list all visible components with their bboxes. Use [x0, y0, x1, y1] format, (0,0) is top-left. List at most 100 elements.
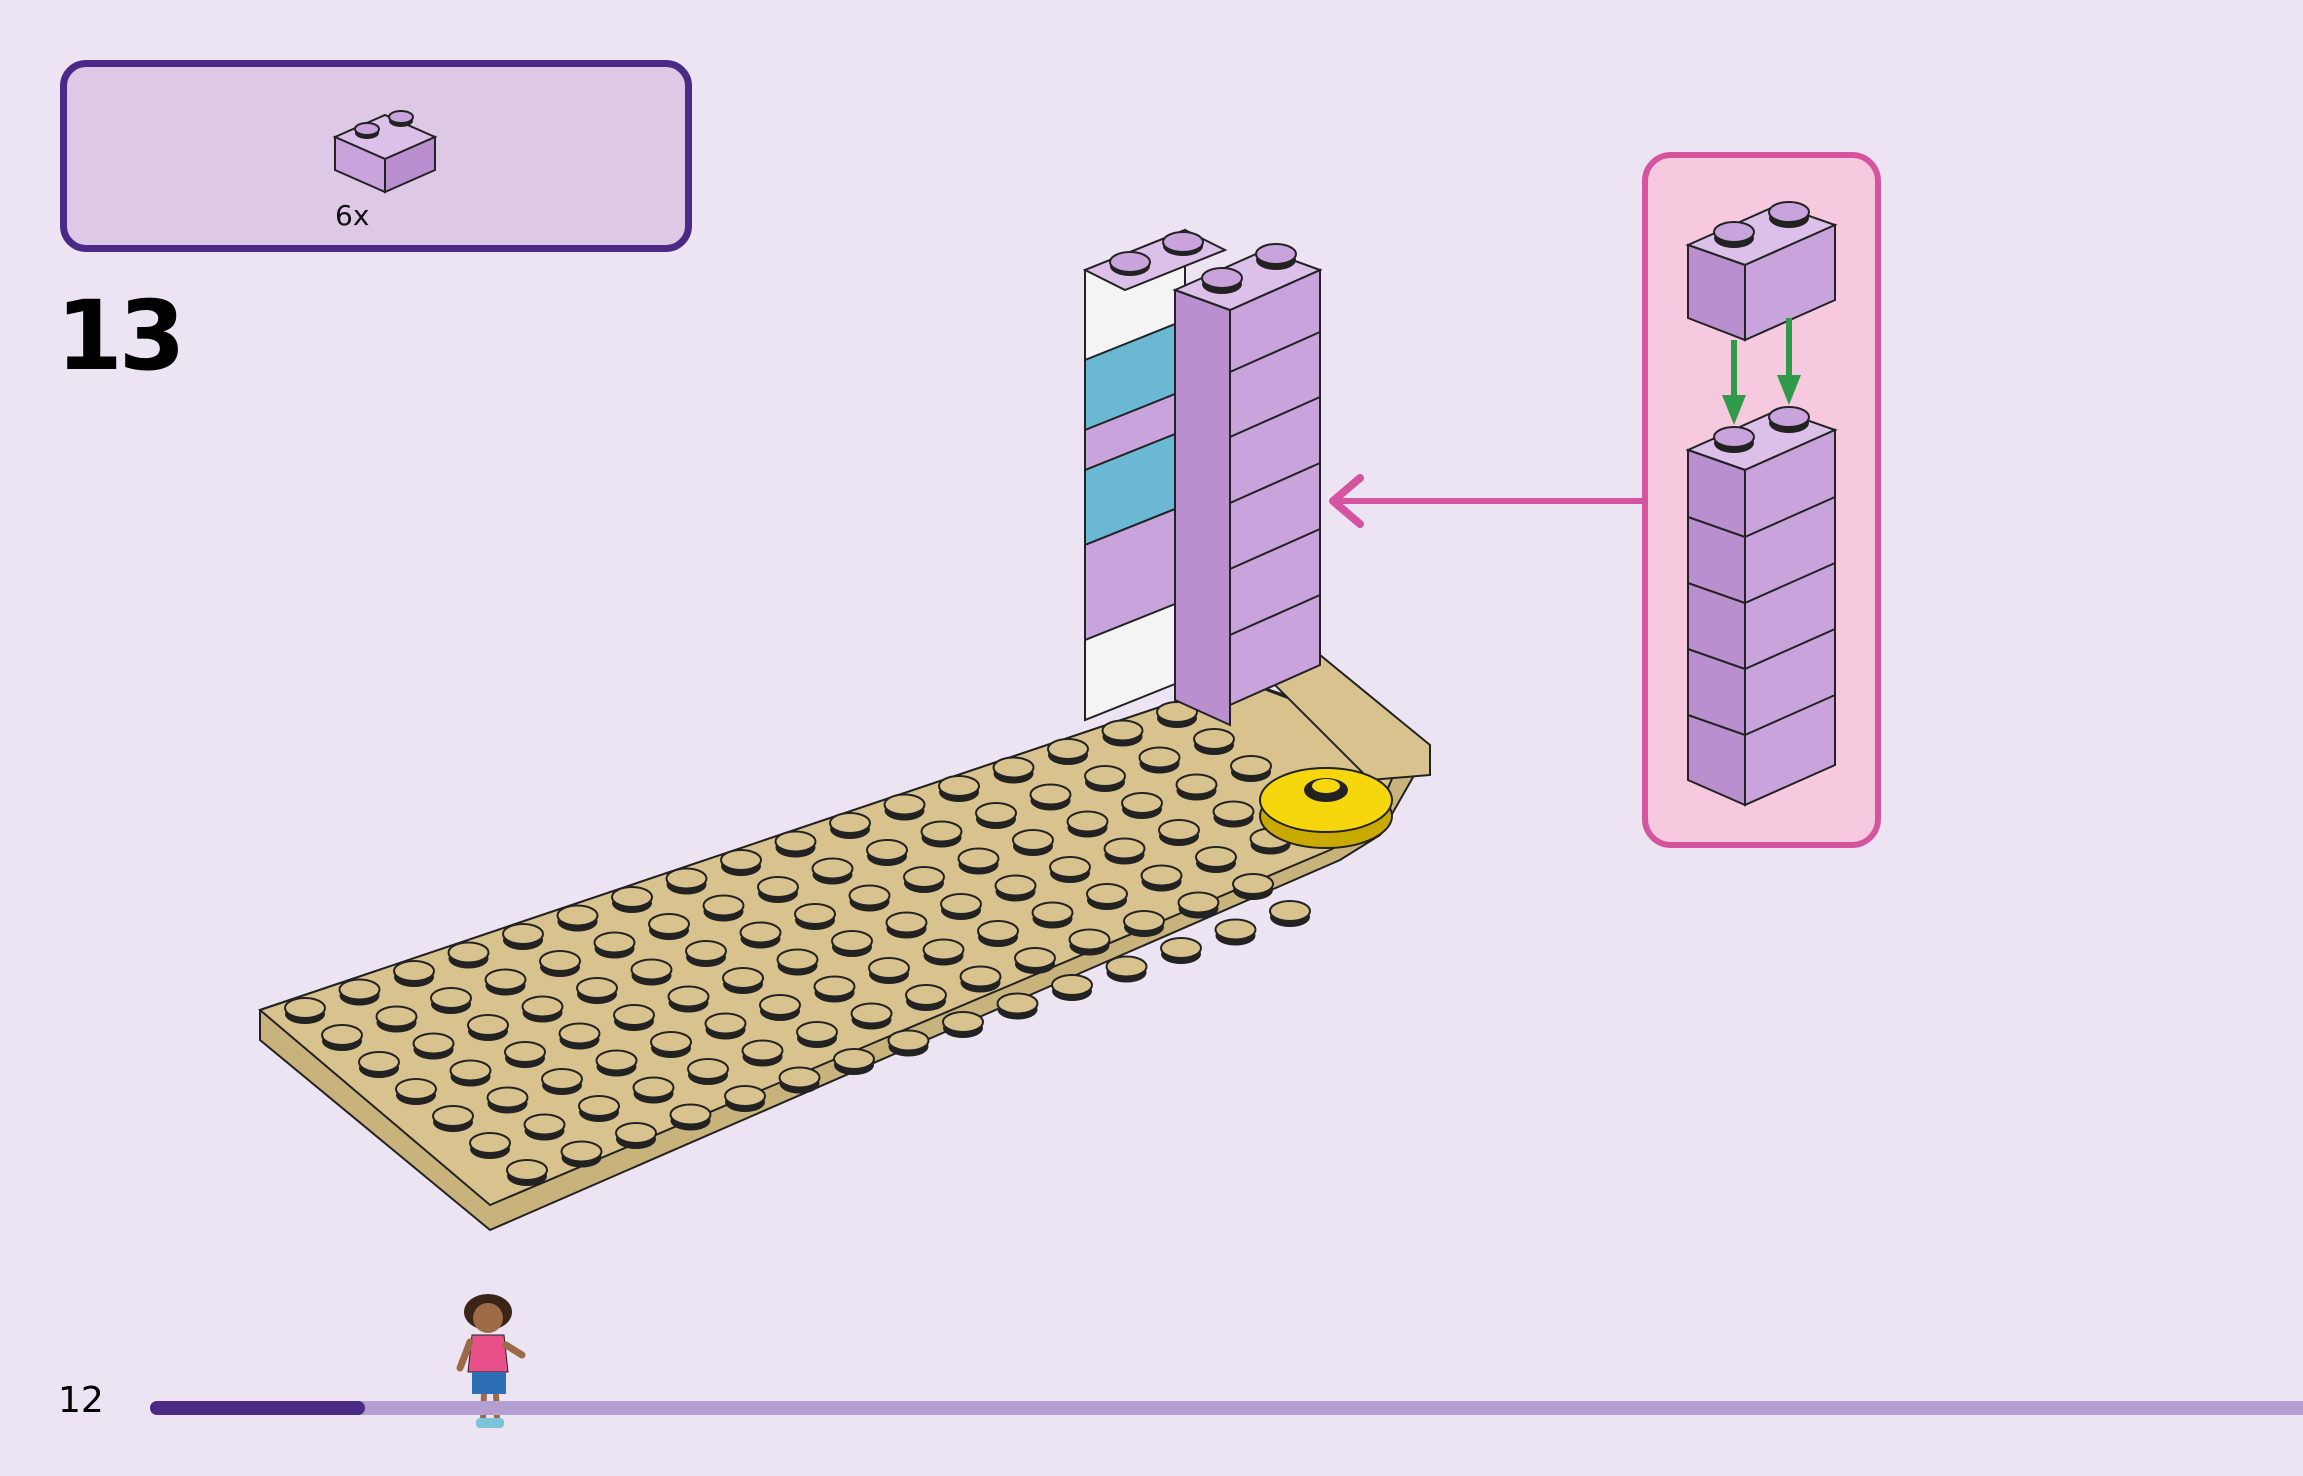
plate-stud: [634, 1078, 674, 1098]
plate-stud: [671, 1105, 711, 1125]
plate-stud: [922, 822, 962, 842]
plate-stud: [1216, 920, 1256, 940]
sub-assembly-callout: [1645, 155, 1878, 845]
plate-stud: [612, 887, 652, 907]
plate-stud: [1070, 930, 1110, 950]
plate-stud: [579, 1096, 619, 1116]
plate-stud: [523, 997, 563, 1017]
plate-stud: [468, 1015, 508, 1035]
plate-stud: [797, 1022, 837, 1042]
plate-stud: [1270, 901, 1310, 921]
plate-stud: [832, 931, 872, 951]
plate-stud: [1033, 903, 1073, 923]
plate-stud: [1177, 775, 1217, 795]
plate-stud: [852, 1004, 892, 1024]
plate-stud: [867, 840, 907, 860]
plate-stud: [795, 904, 835, 924]
progress-bar: [150, 1401, 2303, 1415]
plate-stud: [1161, 938, 1201, 958]
plate-stud: [1159, 820, 1199, 840]
plate-stud: [451, 1061, 491, 1081]
plate-stud: [688, 1059, 728, 1079]
plate-stud: [758, 877, 798, 897]
plate-stud: [830, 813, 870, 833]
plate-stud: [542, 1069, 582, 1089]
plate-stud: [869, 958, 909, 978]
plate-stud: [941, 894, 981, 914]
plate-stud: [850, 886, 890, 906]
lavender-brick-column: [1175, 244, 1320, 725]
plate-stud: [1015, 948, 1055, 968]
plate-stud: [525, 1115, 565, 1135]
plate-stud: [1052, 975, 1092, 995]
plate-stud: [1140, 748, 1180, 768]
plate-stud: [776, 832, 816, 852]
plate-stud: [887, 913, 927, 933]
plate-stud: [889, 1031, 929, 1051]
plate-stud: [322, 1025, 362, 1045]
plate-stud: [1068, 812, 1108, 832]
plate-stud: [377, 1007, 417, 1027]
plate-stud: [978, 921, 1018, 941]
plate-stud: [505, 1042, 545, 1062]
plate-stud: [780, 1068, 820, 1088]
plate-stud: [649, 914, 689, 934]
plate-stud: [562, 1142, 602, 1162]
plate-stud: [686, 941, 726, 961]
plate-stud: [1233, 874, 1273, 894]
plate-stud: [723, 968, 763, 988]
plate-stud: [939, 776, 979, 796]
plate-stud: [1107, 957, 1147, 977]
plate-stud: [906, 985, 946, 1005]
plate-stud: [449, 943, 489, 963]
plate-stud: [577, 978, 617, 998]
plate-stud: [540, 951, 580, 971]
plate-stud: [725, 1086, 765, 1106]
plate-stud: [943, 1012, 983, 1032]
plate-stud: [996, 876, 1036, 896]
plate-stud: [507, 1160, 547, 1180]
plate-stud: [488, 1088, 528, 1108]
plate-stud: [1142, 866, 1182, 886]
progress-bar-fill: [150, 1401, 365, 1415]
plate-stud: [394, 961, 434, 981]
plate-stud: [560, 1024, 600, 1044]
plate-stud: [667, 869, 707, 889]
plate-stud: [503, 924, 543, 944]
plate-stud: [614, 1005, 654, 1025]
plate-stud: [885, 795, 925, 815]
plate-stud: [1050, 857, 1090, 877]
plate-stud: [998, 994, 1038, 1014]
plate-stud: [340, 980, 380, 1000]
plate-stud: [597, 1051, 637, 1071]
plate-stud: [359, 1052, 399, 1072]
plate-stud: [1231, 756, 1271, 776]
plate-stud: [760, 995, 800, 1015]
plate-stud: [778, 950, 818, 970]
plate-stud: [470, 1133, 510, 1153]
plate-stud: [558, 906, 598, 926]
plate-stud: [486, 970, 526, 990]
plate-stud: [924, 940, 964, 960]
tan-plate: [260, 655, 1430, 1230]
plate-stud: [414, 1034, 454, 1054]
plate-stud: [834, 1049, 874, 1069]
plate-stud: [1085, 766, 1125, 786]
plate-stud: [651, 1032, 691, 1052]
plate-stud: [994, 758, 1034, 778]
plate-stud: [1179, 893, 1219, 913]
plate-stud: [961, 967, 1001, 987]
plate-stud: [595, 933, 635, 953]
plate-stud: [669, 987, 709, 1007]
plate-stud: [1105, 839, 1145, 859]
plate-stud: [632, 960, 672, 980]
plate-stud: [706, 1014, 746, 1034]
yellow-round-tile: [1260, 768, 1392, 848]
plate-stud: [1214, 802, 1254, 822]
plate-stud: [1122, 793, 1162, 813]
plate-stud: [285, 998, 325, 1018]
plate-stud: [1013, 830, 1053, 850]
plate-stud: [1194, 729, 1234, 749]
